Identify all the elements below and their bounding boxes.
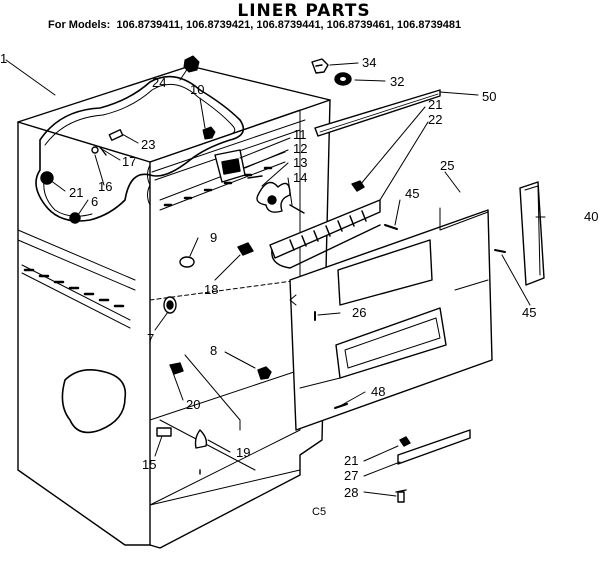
callout-45: 45 <box>405 186 420 201</box>
models-line: For Models:106.8739411,106.8739421,106.8… <box>48 19 464 31</box>
figure-code: C5 <box>312 506 327 518</box>
fan-motor <box>214 149 305 214</box>
models-lead: For Models: <box>48 19 111 31</box>
model-number: 106.8739441, <box>256 19 324 31</box>
callout-27: 27 <box>344 468 359 483</box>
callout-17: 17 <box>122 154 137 169</box>
callout-11: 11 <box>293 127 307 142</box>
model-number: 106.8739461, <box>326 19 394 31</box>
model-number: 106.8739411, <box>116 19 184 31</box>
callout-32: 32 <box>390 74 405 89</box>
callout-14: 14 <box>293 170 308 185</box>
model-number: 106.8739481 <box>396 19 462 31</box>
inner-parts <box>156 242 272 475</box>
callout-19: 19 <box>236 445 251 460</box>
callout-12: 12 <box>293 141 308 156</box>
leader-lines <box>5 59 546 497</box>
side-trim <box>519 181 545 286</box>
callout-7: 7 <box>147 331 155 346</box>
callout-16: 16 <box>98 179 113 194</box>
callout-10: 10 <box>190 82 205 97</box>
callout-26: 26 <box>352 305 367 320</box>
callout-8: 8 <box>210 343 218 358</box>
callout-21: 21 <box>428 97 443 112</box>
callout-22: 22 <box>428 112 443 127</box>
callout-48: 48 <box>371 384 386 399</box>
callout-18: 18 <box>204 282 219 297</box>
callout-20: 20 <box>186 397 201 412</box>
drain-opening <box>61 369 127 434</box>
top-rail <box>314 89 441 137</box>
callout-1: 1 <box>0 51 8 66</box>
callout-25: 25 <box>440 158 455 173</box>
callout-23: 23 <box>141 137 156 152</box>
callout-40: 40 <box>584 209 599 224</box>
wiring-harness <box>35 75 245 222</box>
callout-21: 21 <box>69 185 84 200</box>
callout-28: 28 <box>344 485 359 500</box>
callout-34: 34 <box>362 55 377 70</box>
model-number: 106.8739421, <box>186 19 254 31</box>
callout-15: 15 <box>142 457 157 472</box>
callout-13: 13 <box>293 155 308 170</box>
evaporator-cover <box>289 207 493 431</box>
callout-50: 50 <box>482 89 497 104</box>
callout-45: 45 <box>522 305 537 320</box>
diagram-title: LINER PARTS <box>237 1 371 21</box>
bottom-strip <box>395 429 471 503</box>
callout-24: 24 <box>152 75 167 90</box>
callout-21: 21 <box>344 453 359 468</box>
callout-9: 9 <box>210 230 218 245</box>
callout-6: 6 <box>91 194 99 209</box>
air-duct <box>269 199 381 269</box>
